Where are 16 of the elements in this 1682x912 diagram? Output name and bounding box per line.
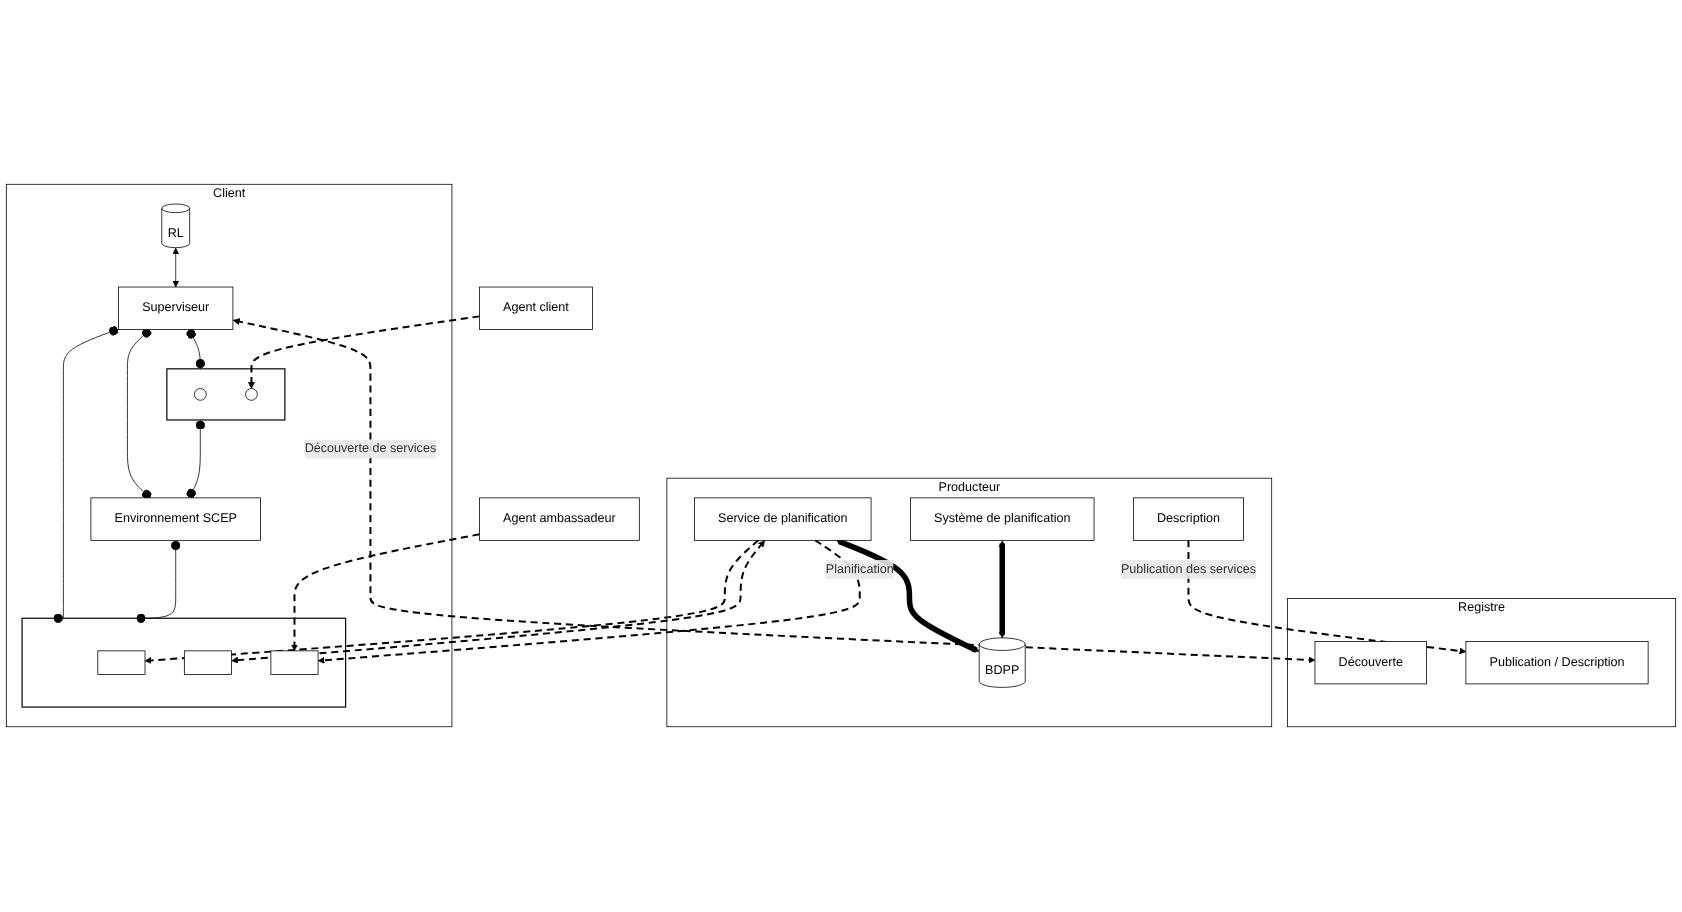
node-box bbox=[270, 650, 319, 676]
node-circle bbox=[194, 388, 207, 402]
arrow bbox=[836, 539, 980, 654]
arrow bbox=[232, 318, 1316, 664]
arrow bbox=[317, 539, 861, 665]
arrow bbox=[291, 533, 481, 652]
arrow bbox=[1187, 539, 1467, 655]
arrow bbox=[248, 315, 481, 390]
node-box bbox=[97, 650, 146, 676]
cluster bbox=[21, 618, 347, 709]
arrow bbox=[998, 540, 1006, 639]
arrow bbox=[231, 540, 766, 665]
node-box bbox=[183, 650, 232, 676]
node-circle bbox=[245, 388, 258, 402]
arrow bbox=[144, 539, 760, 665]
cluster bbox=[166, 368, 286, 422]
